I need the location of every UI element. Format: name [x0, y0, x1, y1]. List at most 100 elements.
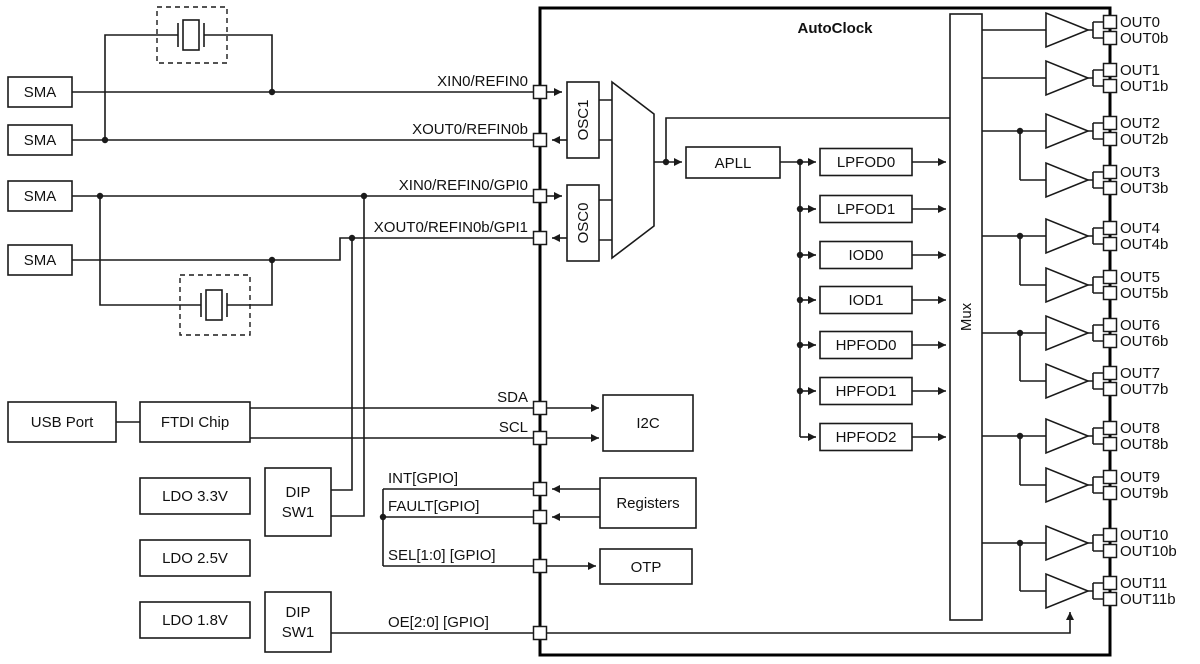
chip-pin: [1102, 115, 1118, 131]
ftdi-chip-label: FTDI Chip: [161, 414, 229, 431]
chip-pin: [1102, 236, 1118, 252]
out-label: OUT11b: [1120, 591, 1176, 608]
wires-internal: [599, 99, 950, 437]
divider-blocks: LPFOD0 LPFOD1 IOD0 IOD1 HPFOD0 HPFOD1 HP…: [819, 147, 913, 452]
chip-pin: [1102, 30, 1118, 46]
wires-output-distribution: [982, 21, 1104, 600]
junction-dots: [96, 88, 1024, 547]
out-label: OUT11: [1120, 575, 1167, 592]
oe-enable-wire: [547, 612, 1074, 634]
buffer-triangle-out7: [1045, 362, 1091, 400]
sma-box-2: [7, 124, 73, 156]
ldo-2v5-label: LDO 2.5V: [162, 550, 228, 567]
sma-label-4: SMA: [24, 252, 57, 269]
registers-block: [599, 477, 697, 529]
input-mux-symbol: [611, 80, 655, 260]
out-label: OUT0b: [1120, 30, 1168, 47]
osc0-block: [566, 184, 600, 262]
wires-external: [72, 34, 534, 634]
left-pin-squares: [532, 84, 548, 641]
pin-label-xout0-gpi1: XOUT0/REFIN0b/GPI1: [374, 219, 528, 236]
chip-title: AutoClock: [798, 20, 874, 37]
otp-label: OTP: [631, 559, 662, 576]
left-pin-labels: XIN0/REFIN0 XOUT0/REFIN0b XIN0/REFIN0/GP…: [374, 73, 528, 631]
hpfod0-label: HPFOD0: [836, 337, 897, 354]
output-pin-labels: OUT0 OUT0b OUT1 OUT1b OUT2 OUT2b OUT3 OU…: [1120, 14, 1177, 608]
chip-pin: [532, 509, 548, 525]
buffer-triangle-out2: [1045, 112, 1091, 150]
out-label: OUT7: [1120, 365, 1160, 382]
chip-pin: [532, 188, 548, 204]
osc1-block: [566, 81, 600, 159]
ldo-3v3-label: LDO 3.3V: [162, 488, 228, 505]
out-label: OUT5: [1120, 269, 1160, 286]
chip-pin: [1102, 14, 1118, 30]
output-mux-block: [949, 13, 983, 621]
hpfod1-label: HPFOD1: [836, 383, 897, 400]
dip-label-line1: DIP: [285, 484, 310, 501]
buffer-triangle-out8: [1045, 417, 1091, 455]
lpfod1-label: LPFOD1: [837, 201, 895, 218]
chip-pin: [532, 625, 548, 641]
output-pin-squares: [1102, 14, 1118, 607]
pin-label-fault: FAULT[GPIO]: [388, 498, 479, 515]
buffer-triangle-out4: [1045, 217, 1091, 255]
ldo-1v8-label: LDO 1.8V: [162, 612, 228, 629]
chip-pin: [1102, 62, 1118, 78]
out-label: OUT9b: [1120, 485, 1168, 502]
chip-pin: [1102, 78, 1118, 94]
sma-connectors: SMA SMA SMA SMA: [7, 76, 73, 276]
dip-switch-lower: DIP SW1: [264, 591, 332, 653]
hpfod0-block: [819, 330, 913, 360]
out-label: OUT7b: [1120, 381, 1168, 398]
out-label: OUT0: [1120, 14, 1160, 31]
crystal-plates: [177, 23, 205, 47]
osc1-label: OSC1: [575, 100, 592, 141]
chip-pin: [532, 430, 548, 446]
iod1-block: [819, 285, 913, 315]
i2c-label: I2C: [636, 415, 660, 432]
sma-box-4: [7, 244, 73, 276]
pin-label-int: INT[GPIO]: [388, 470, 458, 487]
usb-port-box: [7, 401, 117, 443]
dip-switch-upper: DIP SW1: [264, 467, 332, 537]
chip-pin: [1102, 469, 1118, 485]
crystal-body: [182, 19, 200, 51]
sma-box-3: [7, 180, 73, 212]
hpfod2-label: HPFOD2: [836, 429, 897, 446]
buffer-triangle-out1: [1045, 59, 1091, 97]
out-label: OUT2: [1120, 115, 1160, 132]
lpfod0-label: LPFOD0: [837, 154, 895, 171]
chip-pin: [1102, 285, 1118, 301]
osc0-label: OSC0: [575, 203, 592, 244]
chip-pin: [1102, 333, 1118, 349]
buffer-triangle-out3: [1045, 161, 1091, 199]
out-label: OUT2b: [1120, 131, 1168, 148]
dip-label-line2: SW1: [282, 624, 315, 641]
out-label: OUT8: [1120, 420, 1160, 437]
i2c-block: [602, 394, 694, 452]
chip-pin: [532, 84, 548, 100]
dip-label-line1: DIP: [285, 604, 310, 621]
dip-label-line2: SW1: [282, 504, 315, 521]
chip-pin: [532, 132, 548, 148]
buffer-triangle-out5: [1045, 266, 1091, 304]
output-mux-label: Mux: [958, 302, 975, 331]
pin-label-sda: SDA: [497, 389, 528, 406]
chip-pin: [1102, 575, 1118, 591]
chip-pin: [1102, 591, 1118, 607]
out-label: OUT4: [1120, 220, 1160, 237]
pin-label-xin0: XIN0/REFIN0: [437, 73, 528, 90]
chip-pin: [532, 230, 548, 246]
out-label: OUT10b: [1120, 543, 1177, 560]
usb-port-label: USB Port: [31, 414, 94, 431]
chip-pin: [1102, 180, 1118, 196]
ldo-3v3-box: [139, 477, 251, 515]
crystal-body: [205, 289, 223, 321]
out-label: OUT6: [1120, 317, 1160, 334]
apll-block: [685, 146, 781, 179]
crystal-plates: [200, 293, 228, 317]
out-label: OUT9: [1120, 469, 1160, 486]
sma-label-3: SMA: [24, 188, 57, 205]
